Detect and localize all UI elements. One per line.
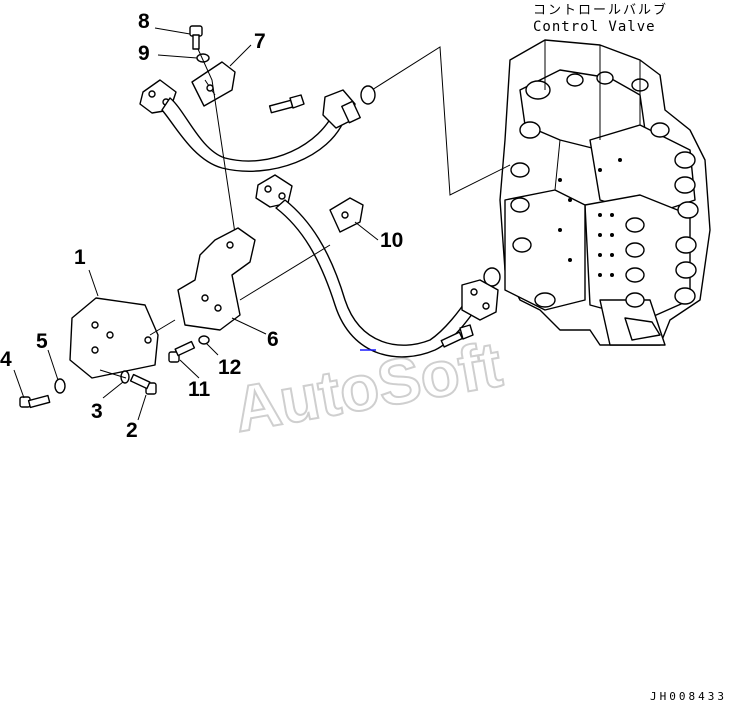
washer-part-12[interactable] [198, 335, 210, 345]
leader-5 [47, 349, 59, 381]
control-valve-label-jp: コントロールバルブ [533, 2, 668, 18]
callout-2[interactable]: 2 [126, 419, 138, 442]
bracket-part-1[interactable] [69, 297, 176, 379]
bolt-part-2[interactable] [129, 373, 157, 395]
drawing-id: JH008433 [650, 690, 727, 703]
callout-6[interactable]: 6 [267, 328, 279, 351]
callout-1[interactable]: 1 [74, 246, 86, 269]
leader-12 [205, 342, 219, 356]
bolt-part-11[interactable] [168, 340, 196, 363]
upper-pipe-assembly[interactable] [139, 79, 361, 172]
control-valve-assembly[interactable] [499, 39, 711, 346]
leader-2 [137, 394, 147, 421]
bolt-part-8[interactable] [189, 25, 203, 50]
callout-4[interactable]: 4 [0, 348, 12, 371]
bolt-8-center-line [197, 48, 237, 241]
bracket-part-6[interactable] [177, 227, 256, 331]
callout-9[interactable]: 9 [138, 42, 150, 65]
callout-7[interactable]: 7 [254, 30, 266, 53]
leader-8 [154, 27, 191, 35]
callout-11[interactable]: 11 [188, 378, 211, 401]
leader-3 [102, 381, 124, 399]
clamp-part-7[interactable] [191, 61, 236, 107]
o-ring-upper [360, 85, 376, 105]
control-valve-label-en: Control Valve [533, 19, 656, 35]
bolt-part-4[interactable] [19, 394, 51, 409]
callout-10[interactable]: 10 [380, 229, 403, 252]
leader-11 [179, 359, 200, 379]
washer-3-line [99, 369, 127, 379]
leader-1 [88, 269, 99, 297]
callout-5[interactable]: 5 [36, 330, 48, 353]
clamp-part-10[interactable] [329, 197, 364, 233]
callout-8[interactable]: 8 [138, 10, 150, 33]
callout-12[interactable]: 12 [218, 356, 241, 379]
leader-10 [354, 221, 379, 241]
leader-7 [229, 44, 252, 67]
bracket-6-reference-line [239, 244, 331, 301]
washer-part-5[interactable] [54, 378, 66, 394]
leader-9 [157, 54, 198, 59]
callout-3[interactable]: 3 [91, 400, 103, 423]
lower-pipe-assembly[interactable] [255, 174, 499, 358]
washer-part-3[interactable] [120, 370, 130, 384]
leader-6 [231, 317, 267, 335]
leader-4 [13, 369, 25, 399]
upper-pipe-reference-line [363, 46, 511, 196]
